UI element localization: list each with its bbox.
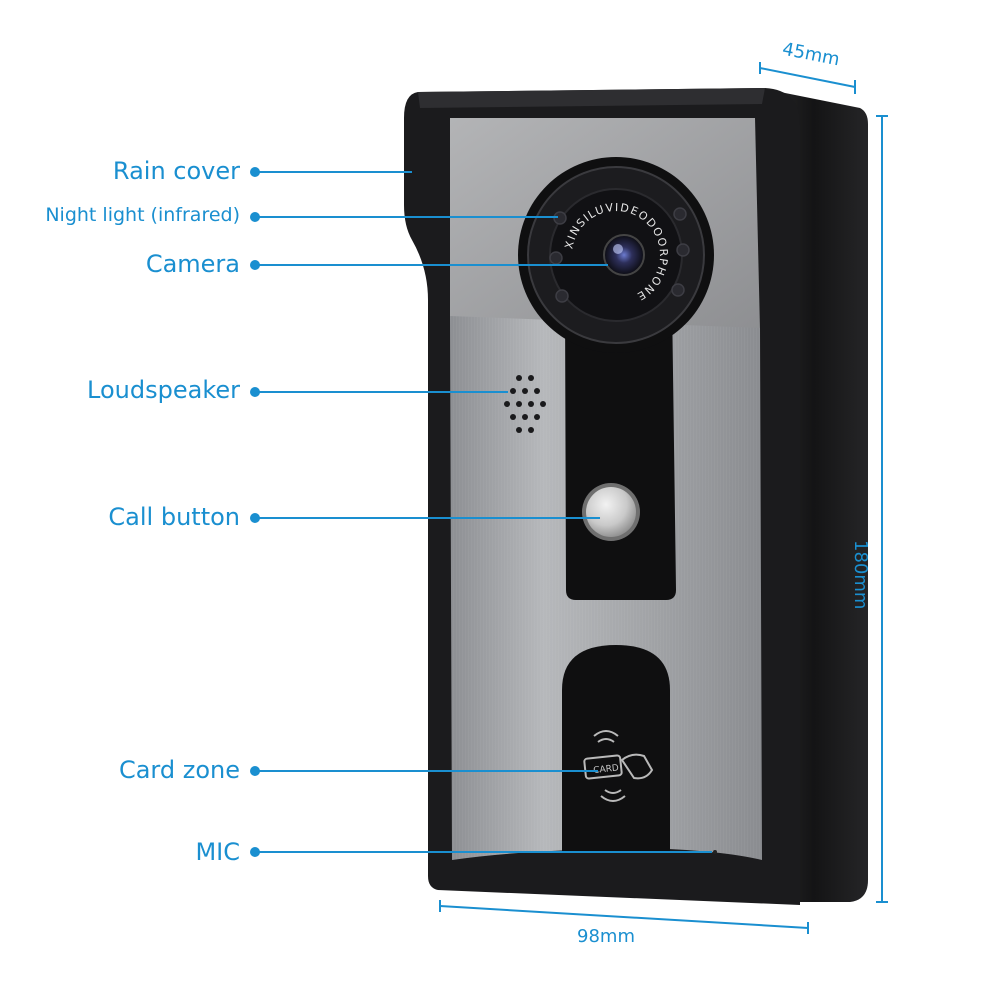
dimension-width: 98mm: [577, 926, 635, 947]
card-zone-graphic: [562, 645, 670, 852]
label-card-zone: Card zone: [118, 756, 240, 784]
callout-lines: [255, 171, 712, 853]
camera-lens: [603, 234, 645, 276]
dimension-lines: [439, 62, 888, 934]
label-mic: MIC: [195, 838, 240, 866]
mic-hole: [713, 850, 717, 854]
card-icon-label: CARD: [593, 763, 620, 776]
label-call-button: Call button: [108, 503, 240, 531]
label-rain-cover: Rain cover: [112, 157, 240, 185]
callout-dots: [250, 167, 260, 857]
card-icon: [583, 730, 654, 802]
speaker-grille: [504, 375, 546, 433]
dimension-height: 180mm: [850, 540, 871, 610]
label-loudspeaker: Loudspeaker: [87, 376, 240, 404]
label-night-light: Night light (infrared): [45, 204, 240, 226]
label-camera: Camera: [145, 250, 240, 278]
